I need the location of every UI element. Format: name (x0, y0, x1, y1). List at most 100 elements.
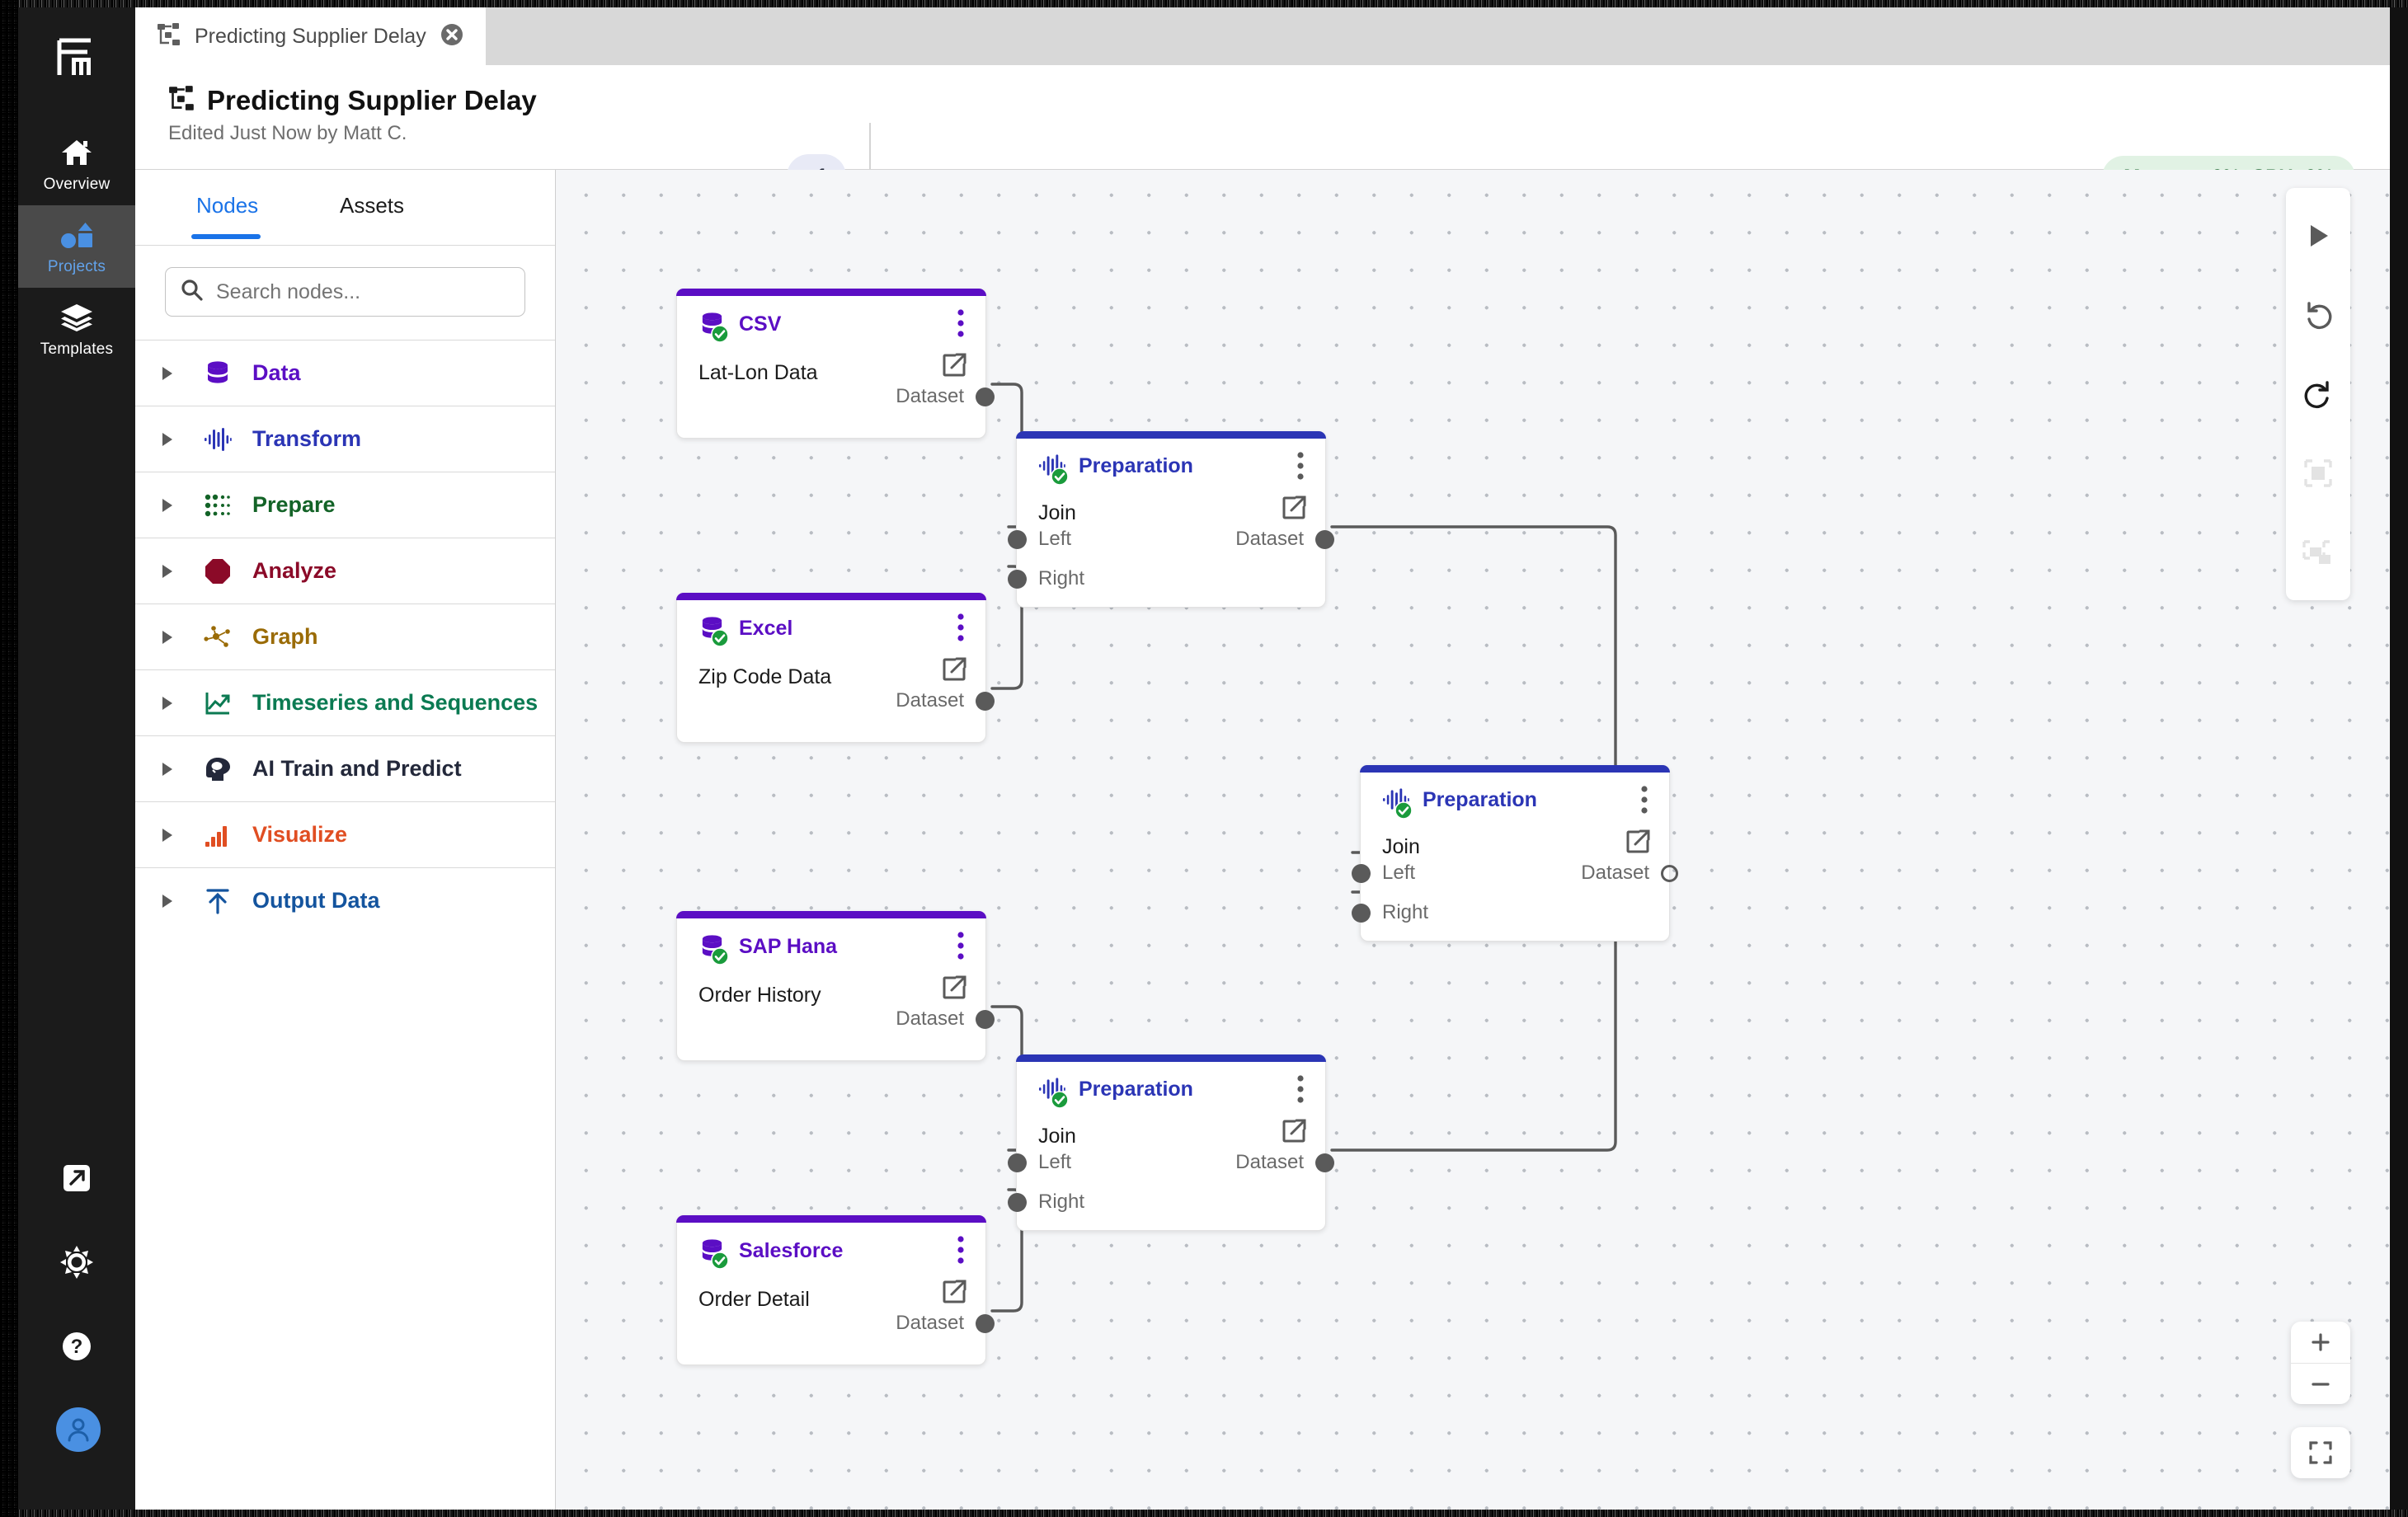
node-category-analyze[interactable]: Analyze (135, 538, 555, 604)
expand-caret-icon[interactable] (160, 827, 195, 843)
run-button[interactable] (2286, 196, 2350, 275)
node-open-icon[interactable] (1625, 829, 1651, 859)
expand-caret-icon[interactable] (160, 695, 195, 712)
input-port-left[interactable]: Left (1352, 862, 1415, 885)
sidebar-item-templates[interactable]: Templates (18, 288, 135, 370)
expand-caret-icon[interactable] (160, 893, 195, 909)
output-port-dataset[interactable]: Dataset (1235, 528, 1334, 551)
port-label: Dataset (1581, 862, 1649, 885)
line-chart-icon (195, 691, 241, 716)
node-open-icon[interactable] (1281, 1118, 1307, 1148)
expand-caret-icon[interactable] (160, 563, 195, 580)
expand-caret-icon[interactable] (160, 365, 195, 382)
node-menu-button[interactable] (957, 1236, 964, 1268)
zoom-out-button[interactable] (2291, 1363, 2350, 1404)
user-avatar-icon[interactable] (56, 1407, 101, 1452)
node-category-graph[interactable]: Graph (135, 604, 555, 669)
input-port-right[interactable]: Right (1008, 567, 1084, 590)
shapes-icon (60, 218, 93, 252)
node-menu-button[interactable] (1297, 1075, 1304, 1107)
redo-button[interactable] (2286, 355, 2350, 434)
output-port-dataset[interactable]: Dataset (896, 385, 995, 408)
workflow-node-prep3[interactable]: Preparation Join Left Right Dataset (1360, 765, 1670, 942)
node-accent-bar (676, 593, 986, 600)
workflow-node-prep1[interactable]: Preparation Join Left Right Dataset (1016, 431, 1326, 608)
input-port-right[interactable]: Right (1352, 901, 1428, 924)
port-label: Dataset (896, 385, 964, 408)
node-category-ai-train-and-predict[interactable]: AI Train and Predict (135, 735, 555, 801)
svg-text:?: ? (71, 1336, 83, 1358)
workflow-node-prep2[interactable]: Preparation Join Left Right Dataset (1016, 1054, 1326, 1231)
workflow-node-sap[interactable]: SAP Hana Order History Dataset (676, 911, 986, 1061)
expand-caret-icon[interactable] (160, 629, 195, 646)
output-port-dataset[interactable]: Dataset (896, 689, 995, 712)
node-category-label: Transform (252, 426, 361, 452)
search-input[interactable] (216, 280, 510, 304)
node-accent-bar (676, 911, 986, 918)
workflow-canvas[interactable]: CSV Lat-Lon Data Dataset (556, 170, 2390, 1510)
sidebar-item-overview[interactable]: Overview (18, 123, 135, 205)
node-menu-button[interactable] (1297, 452, 1304, 484)
node-category-list: Data Transform Prepare (135, 340, 555, 933)
node-accent-bar (676, 289, 986, 296)
node-category-data[interactable]: Data (135, 340, 555, 406)
node-category-visualize[interactable]: Visualize (135, 801, 555, 867)
node-open-icon[interactable] (941, 352, 967, 383)
port-dot-icon (1661, 865, 1678, 882)
node-open-icon[interactable] (1281, 495, 1307, 525)
close-circle-icon[interactable] (440, 22, 464, 51)
node-open-icon[interactable] (941, 975, 967, 1005)
node-menu-button[interactable] (957, 613, 964, 646)
home-icon (60, 135, 93, 170)
output-port-dataset[interactable]: Dataset (896, 1007, 995, 1031)
database-icon (698, 933, 726, 960)
sidebar-item-label: Overview (44, 176, 111, 194)
input-port-right[interactable]: Right (1008, 1191, 1084, 1214)
tab-nodes[interactable]: Nodes (196, 193, 258, 218)
document-tab[interactable]: Predicting Supplier Delay (135, 7, 486, 65)
undo-button[interactable] (2286, 275, 2350, 355)
fm-logo-icon[interactable] (18, 26, 135, 90)
node-category-transform[interactable]: Transform (135, 406, 555, 472)
tab-strip: Predicting Supplier Delay (135, 7, 2390, 65)
node-category-output-data[interactable]: Output Data (135, 867, 555, 933)
search-icon (181, 279, 203, 305)
output-port-dataset[interactable]: Dataset (1235, 1151, 1334, 1174)
node-open-icon[interactable] (941, 656, 967, 687)
workflow-node-sf[interactable]: Salesforce Order Detail Dataset (676, 1215, 986, 1365)
node-open-icon[interactable] (941, 1279, 967, 1309)
node-menu-button[interactable] (1641, 786, 1648, 818)
output-port-dataset[interactable]: Dataset (1581, 862, 1678, 885)
global-nav-rail: Overview Projects (18, 7, 135, 1510)
port-label: Dataset (1235, 528, 1304, 551)
workflow-header: Predicting Supplier Delay Edited Just No… (135, 65, 2390, 170)
output-port-dataset[interactable]: Dataset (896, 1312, 995, 1335)
expand-caret-icon[interactable] (160, 497, 195, 514)
workflow-node-csv[interactable]: CSV Lat-Lon Data Dataset (676, 289, 986, 439)
node-library-panel: Nodes Assets (135, 170, 556, 1510)
title-block: Predicting Supplier Delay Edited Just No… (168, 85, 537, 145)
node-type-label: Preparation (1423, 788, 1537, 812)
fit-screen-button[interactable] (2291, 1427, 2350, 1478)
input-port-left[interactable]: Left (1008, 1151, 1071, 1174)
expand-caret-icon[interactable] (160, 431, 195, 448)
page-title: Predicting Supplier Delay (207, 85, 537, 116)
expand-caret-icon[interactable] (160, 761, 195, 777)
node-category-prepare[interactable]: Prepare (135, 472, 555, 538)
ungroup-icon (2286, 513, 2350, 592)
port-label: Dataset (896, 1312, 964, 1335)
zoom-in-button[interactable] (2291, 1322, 2350, 1363)
workflow-node-excel[interactable]: Excel Zip Code Data Dataset (676, 593, 986, 743)
sidebar-item-projects[interactable]: Projects (18, 205, 135, 288)
node-menu-button[interactable] (957, 932, 964, 964)
tab-assets[interactable]: Assets (340, 193, 404, 218)
network-icon (195, 625, 241, 650)
external-link-icon[interactable] (18, 1153, 135, 1203)
node-category-timeseries-and-sequences[interactable]: Timeseries and Sequences (135, 669, 555, 735)
port-dot-icon (1008, 530, 1027, 549)
help-circle-icon[interactable]: ? (18, 1322, 135, 1371)
node-menu-button[interactable] (957, 309, 964, 341)
gear-sun-icon[interactable] (18, 1238, 135, 1287)
input-port-left[interactable]: Left (1008, 528, 1071, 551)
search-box[interactable] (165, 267, 525, 317)
